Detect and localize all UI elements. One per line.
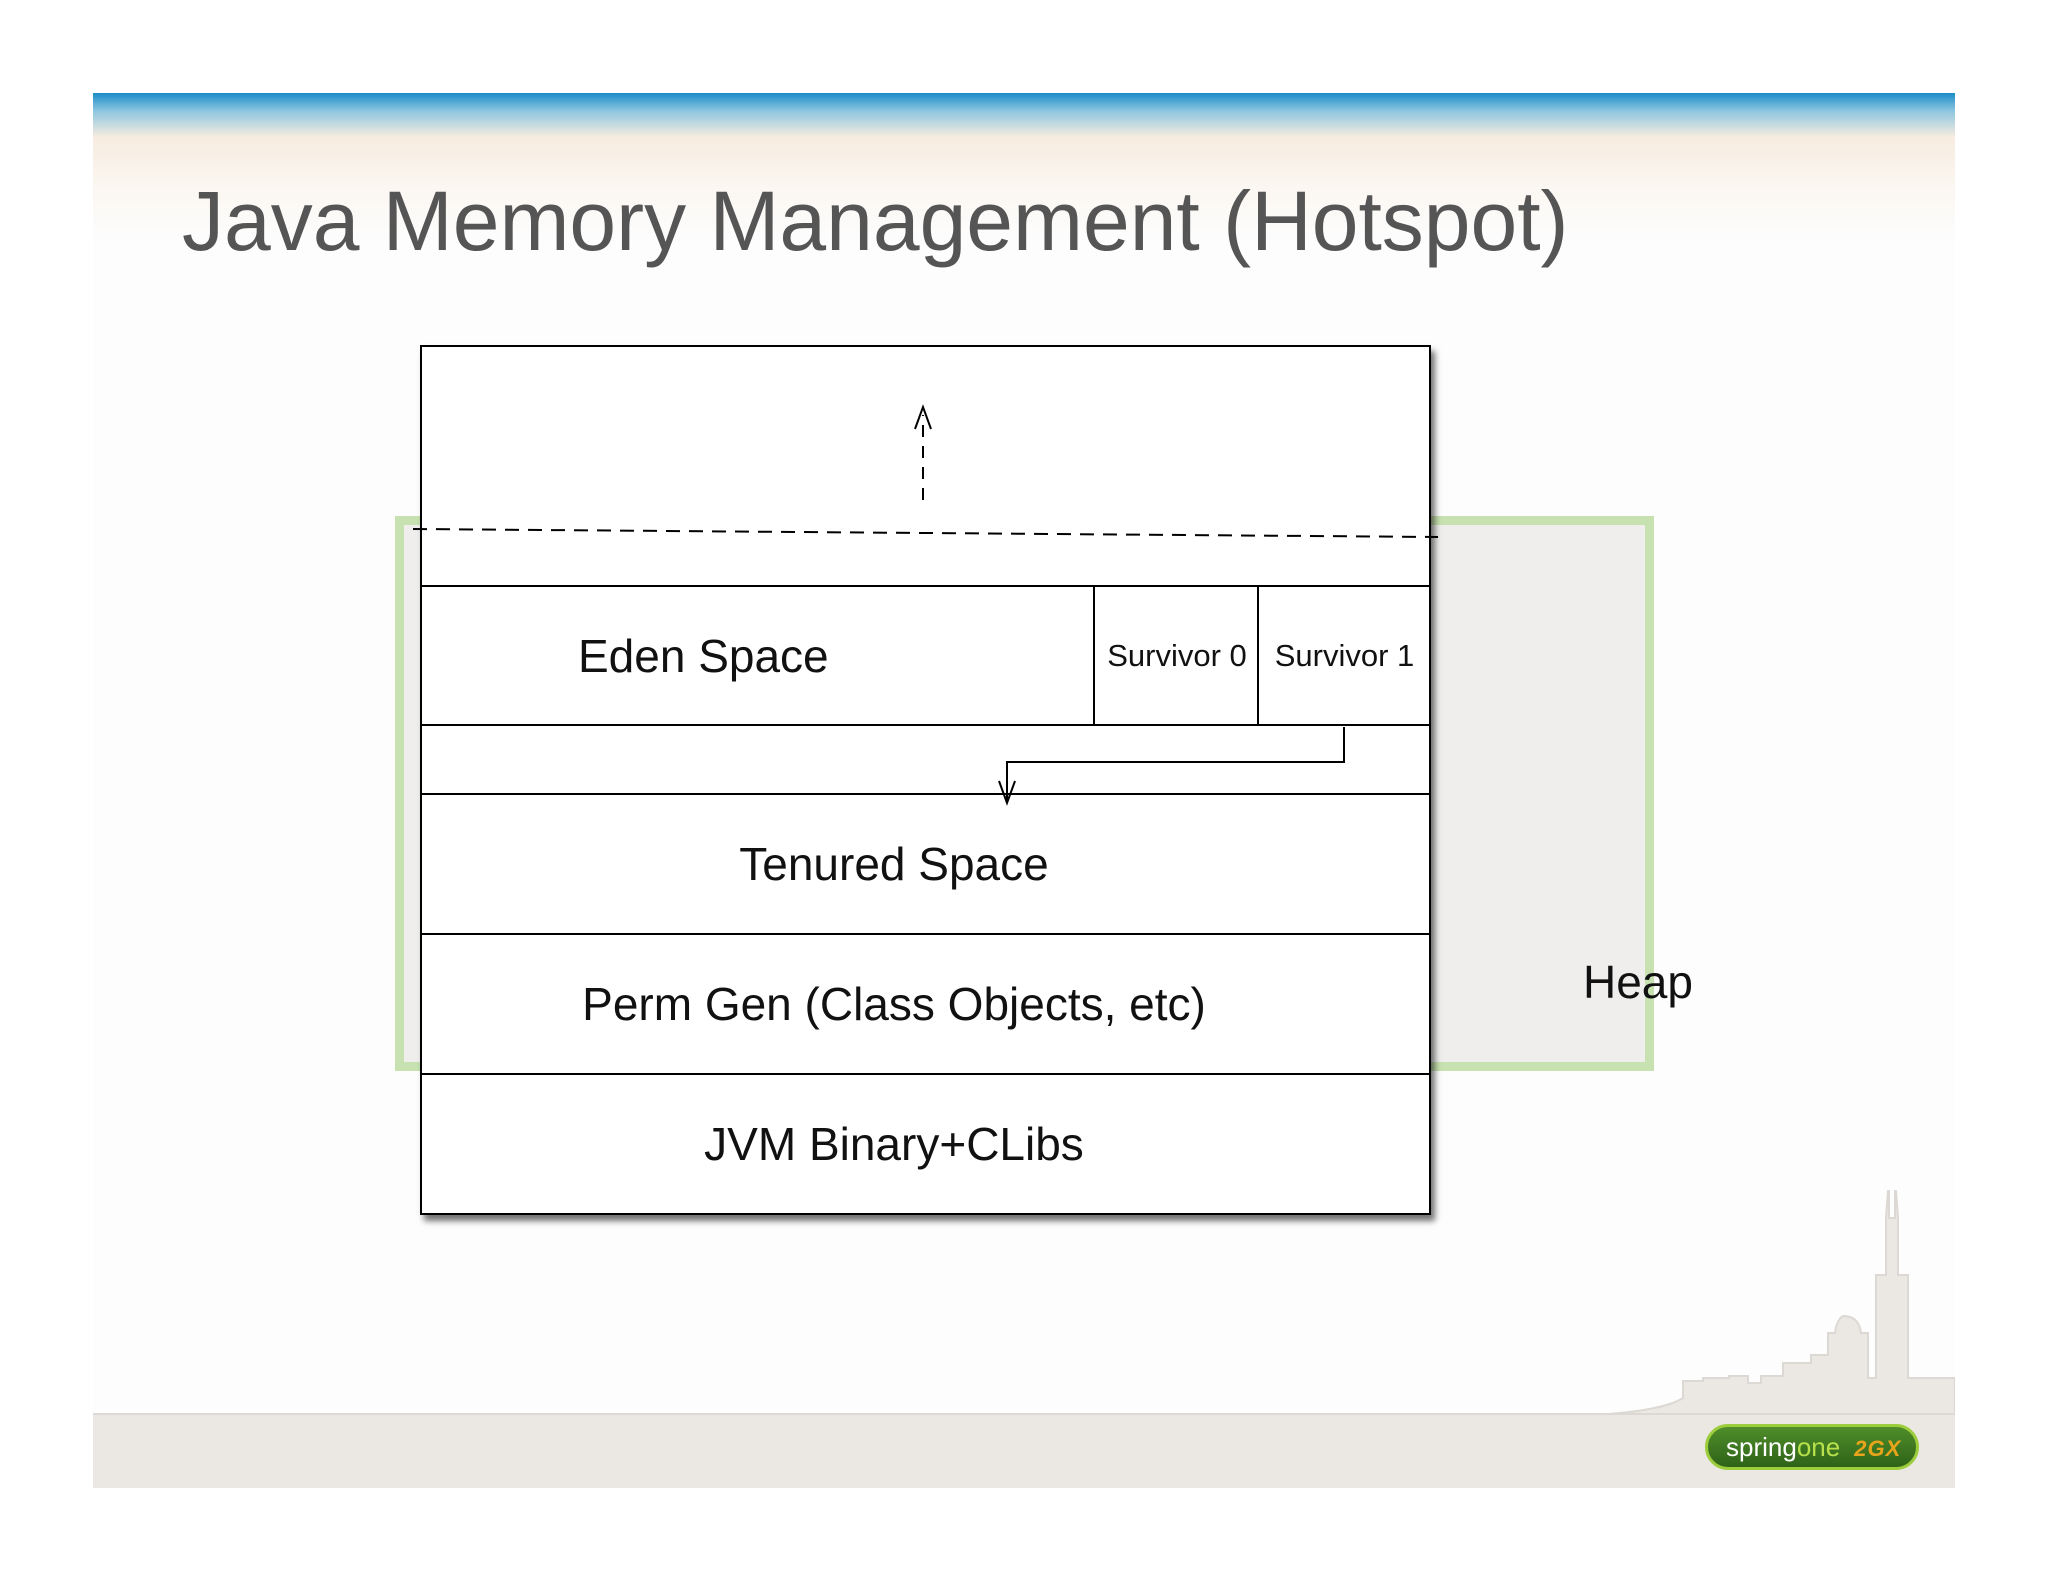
jvm-binary-label: JVM Binary+CLibs	[704, 1118, 1084, 1170]
stack-divider	[422, 724, 1429, 726]
perm-gen-label: Perm Gen (Class Objects, etc)	[582, 978, 1206, 1030]
logo-text-spring: spring	[1726, 1432, 1797, 1462]
memory-stack: Eden Space Survivor 0 Survivor 1 Tenured…	[420, 345, 1431, 1215]
eden-space-label: Eden Space	[578, 630, 829, 682]
slide: Java Memory Management (Hotspot) springo…	[93, 93, 1955, 1488]
survivor-divider	[1093, 585, 1095, 726]
header-band	[93, 93, 1955, 243]
tenured-space-label: Tenured Space	[739, 838, 1049, 890]
diagram-arrows	[412, 404, 1439, 806]
stack-divider	[422, 585, 1429, 587]
stack-divider	[422, 933, 1429, 935]
survivor-divider	[1257, 585, 1259, 726]
slide-title: Java Memory Management (Hotspot)	[182, 174, 1569, 268]
promotion-arrow-path	[1006, 727, 1345, 803]
survivor-0-label: Survivor 0	[1107, 638, 1247, 673]
heap-limit-dashed-line	[412, 528, 1439, 538]
stack-divider	[422, 793, 1429, 795]
springone-2gx-logo: springone 2GX	[1705, 1424, 1919, 1470]
stack-divider	[422, 1073, 1429, 1075]
growth-arrow-head	[914, 404, 932, 430]
promotion-arrow-head	[998, 780, 1016, 806]
logo-text-2gx: 2GX	[1854, 1436, 1902, 1461]
survivor-1-label: Survivor 1	[1274, 638, 1415, 673]
logo-text-one: one	[1796, 1432, 1841, 1462]
footer-band	[93, 1413, 1955, 1488]
heap-label: Heap	[1583, 956, 1693, 1008]
